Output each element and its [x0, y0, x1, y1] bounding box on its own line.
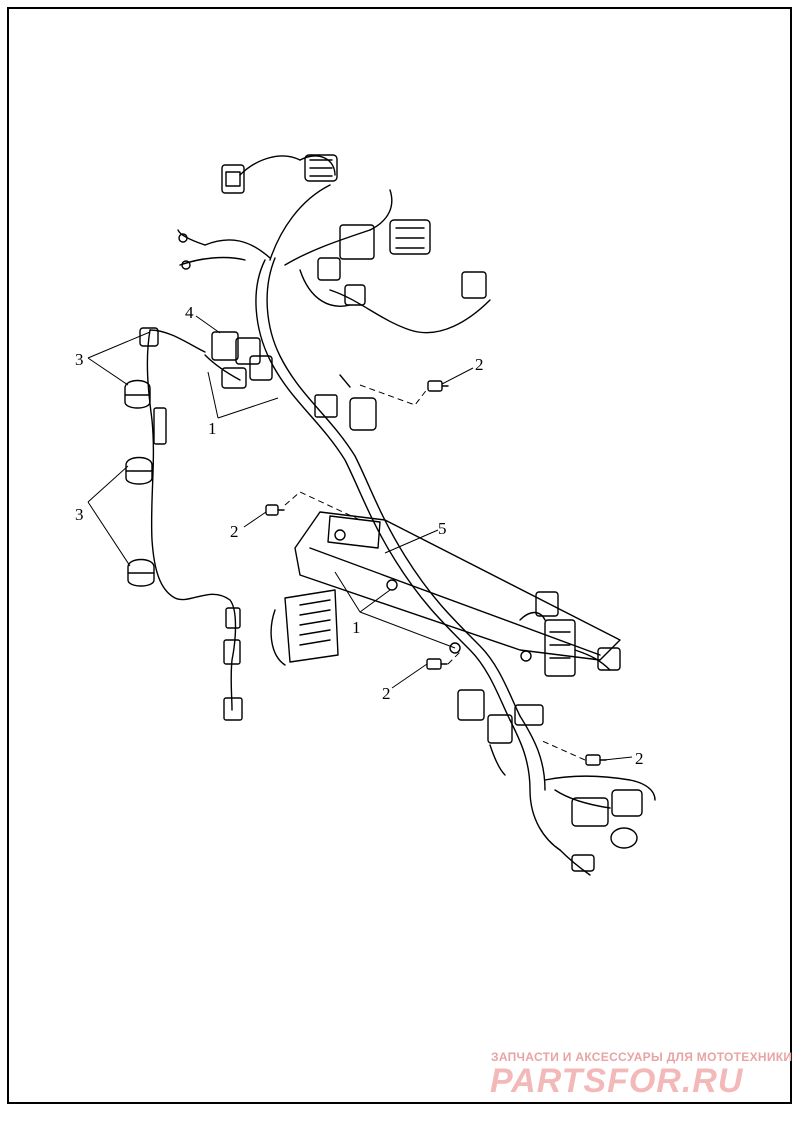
callout-3-bottom: 3 — [75, 505, 84, 524]
connector-top-center — [304, 154, 338, 182]
connector-right-small — [461, 271, 487, 299]
main-harness-trunk — [255, 257, 521, 721]
callout-2-d: 2 — [635, 749, 644, 768]
trunk-clips — [314, 374, 377, 431]
callout-1-top: 1 — [208, 419, 217, 438]
bolt — [585, 754, 607, 766]
callout-2-b: 2 — [230, 522, 239, 541]
upper-harness-branches — [177, 155, 491, 334]
harness-clip-3 — [127, 558, 155, 587]
dashed-mounting-lines — [284, 384, 586, 761]
upper-connectors — [178, 154, 487, 306]
lower-harness — [457, 689, 656, 876]
mounting-bracket — [294, 511, 621, 662]
callout-1-mid: 1 — [352, 618, 361, 637]
connector-top-right — [389, 219, 431, 255]
grommet — [610, 827, 638, 849]
callout-3-top: 3 — [75, 350, 84, 369]
callout-2-c: 2 — [382, 684, 391, 703]
callout-5: 5 — [438, 519, 447, 538]
bolt — [265, 504, 285, 516]
connector-lower-center — [457, 689, 485, 721]
left-sub-harness — [139, 327, 243, 721]
callout-4: 4 — [185, 303, 194, 322]
connector-top-left — [221, 164, 245, 194]
ecu-module — [270, 589, 339, 666]
bolt — [426, 658, 448, 670]
harness-clip-3 — [124, 379, 151, 409]
connector-lower-left — [223, 697, 243, 721]
ring-terminal — [181, 260, 191, 270]
fuse-box — [544, 619, 576, 677]
harness-clip-3 — [125, 456, 153, 485]
drawing-frame — [7, 7, 792, 1104]
ring-terminal — [178, 233, 188, 243]
watermark-tagline: ЗАПЧАСТИ И АКСЕССУАРЫ ДЛЯ МОТОТЕХНИКИ — [491, 1050, 793, 1064]
connector-lower-right — [571, 797, 609, 827]
leader-lines — [87, 315, 633, 761]
connector-cluster — [339, 224, 375, 260]
watermark-logo: PARTSFOR.RU — [490, 1062, 744, 1100]
bolt — [427, 380, 449, 392]
callout-2-a: 2 — [475, 355, 484, 374]
right-connectors — [519, 591, 621, 677]
relay-connector-group — [204, 331, 273, 389]
